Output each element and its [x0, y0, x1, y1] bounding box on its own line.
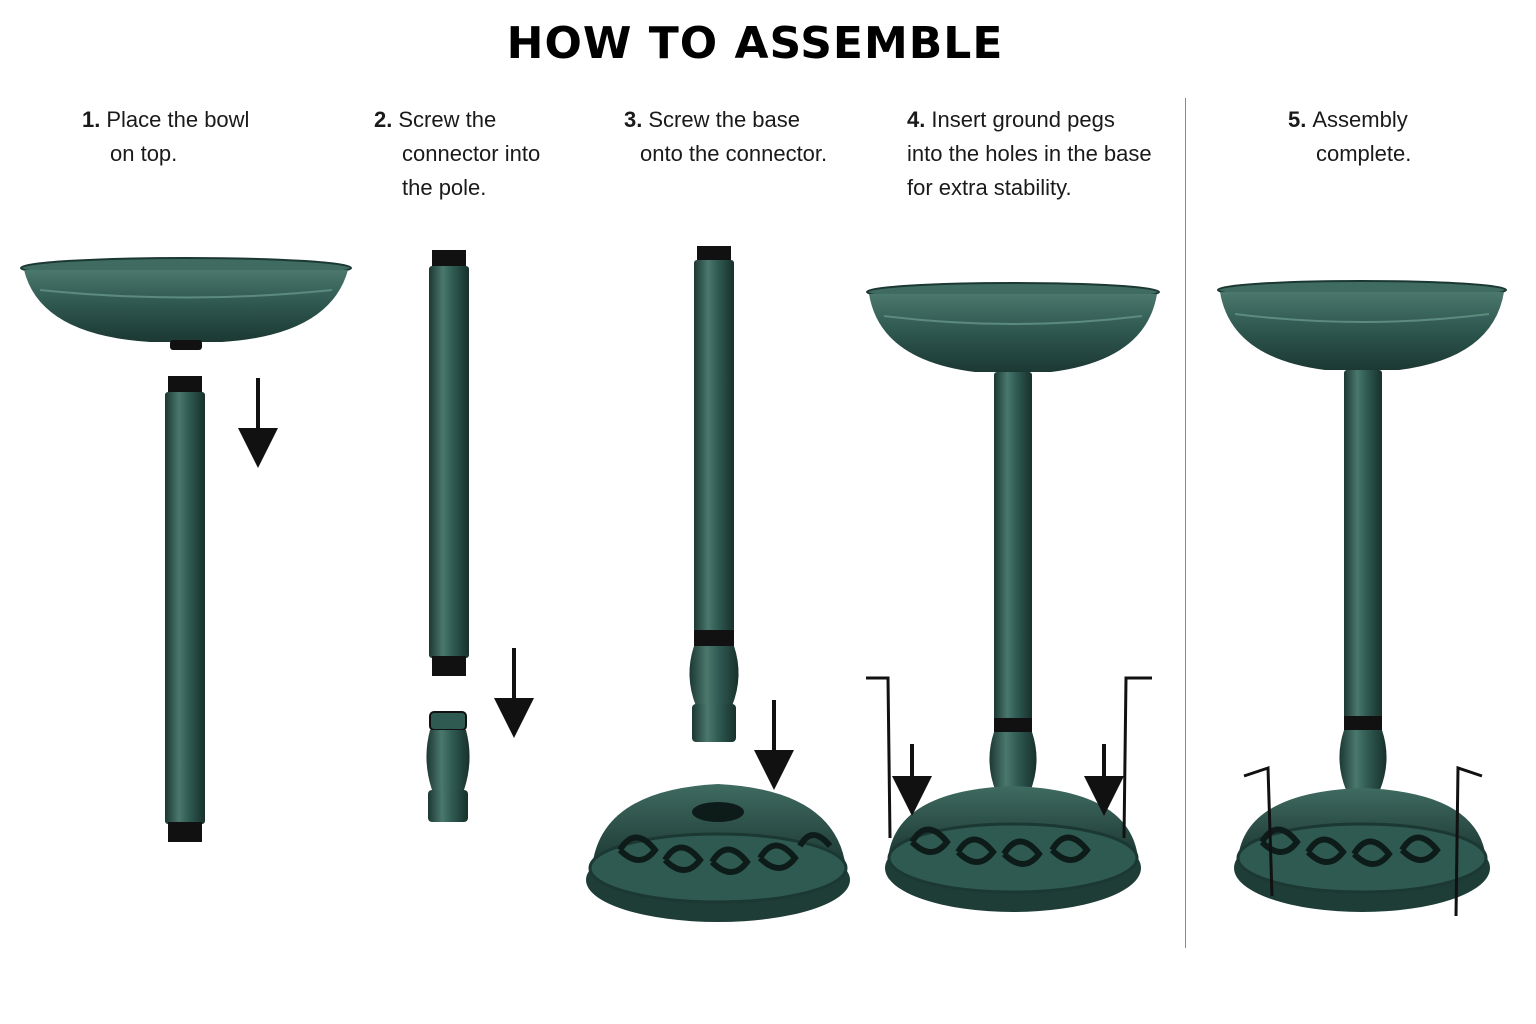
step-4-instructions: 4.Insert ground pegs into the holes in t…	[907, 103, 1152, 205]
step-5-line-1: Assembly	[1312, 107, 1408, 132]
step-2-line-3: the pole.	[402, 175, 487, 200]
step-3-base	[586, 784, 850, 922]
step-4-line-1: Insert ground pegs	[931, 107, 1115, 132]
step-5-number: 5.	[1288, 107, 1307, 132]
step-2-line-1: Screw the	[398, 107, 497, 132]
step-3-line-2: onto the connector.	[640, 141, 828, 166]
step-1-bowl	[20, 257, 352, 350]
step-2-line-2: connector into	[402, 141, 541, 166]
step-2-instructions: 2.Screw the connector into the pole.	[374, 103, 540, 205]
step-4-birdbath	[866, 282, 1160, 912]
step-5-birdbath-assembled	[1217, 280, 1507, 917]
step-4-left-ground-peg	[866, 676, 892, 839]
step-4-right-ground-peg	[1122, 676, 1152, 839]
step-1-pole	[165, 376, 205, 842]
step-1-line-2: on top.	[110, 141, 178, 166]
step-3-line-1: Screw the base	[648, 107, 800, 132]
step-5-right-ground-peg	[1454, 765, 1483, 917]
step-3-pole-with-connector	[689, 246, 739, 742]
section-divider	[1185, 98, 1186, 948]
step-4-number: 4.	[907, 107, 926, 132]
step-5-instructions: 5.Assembly complete.	[1288, 103, 1411, 171]
step-2-number: 2.	[374, 107, 393, 132]
step-3-instructions: 3.Screw the base onto the connector.	[624, 103, 827, 171]
page-title: HOW TO ASSEMBLE	[506, 18, 1004, 69]
step-2-pole	[429, 250, 469, 676]
step-4-line-2: into the holes in the base	[907, 141, 1152, 166]
step-5-left-ground-peg	[1243, 765, 1274, 897]
step-1-number: 1.	[82, 107, 101, 132]
step-1-line-1: Place the bowl	[106, 107, 250, 132]
step-5-line-2: complete.	[1316, 141, 1412, 166]
step-1-instructions: 1.Place the bowl on top.	[82, 103, 249, 171]
step-4-line-3: for extra stability.	[907, 175, 1072, 200]
step-2-connector	[426, 711, 470, 822]
step-3-number: 3.	[624, 107, 643, 132]
